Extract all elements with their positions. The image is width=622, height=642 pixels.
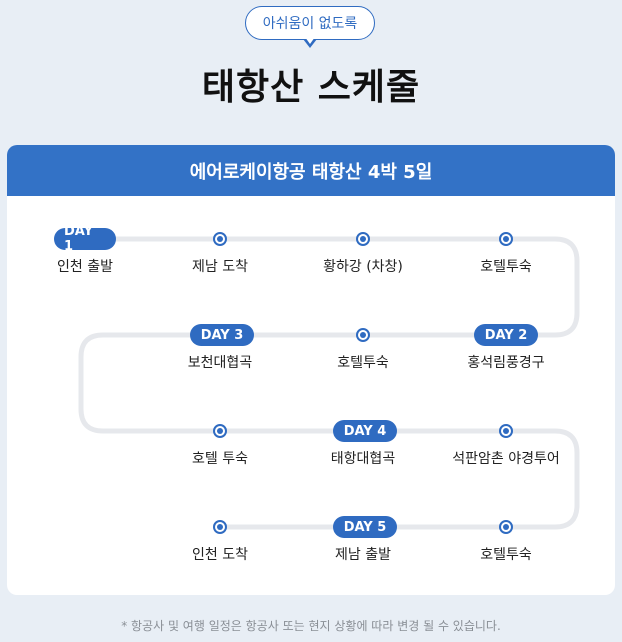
card-header: 에어로케이항공 태항산 4박 5일 bbox=[7, 145, 615, 196]
stop-yellow-river: 황하강 (차창) bbox=[323, 259, 403, 275]
stop-hotel-4: 호텔투숙 bbox=[480, 547, 532, 563]
stop-node bbox=[499, 520, 513, 534]
day2-badge: DAY 2 bbox=[474, 324, 538, 346]
bubble-text: 아쉬움이 없도록 bbox=[262, 16, 358, 32]
stop-night-tour: 석판암촌 야경투어 bbox=[452, 451, 560, 467]
disclaimer-note: * 항공사 및 여행 일정은 항공사 또는 현지 상황에 따라 변경 될 수 있… bbox=[121, 619, 501, 633]
stop-incheon-arrival: 인천 도착 bbox=[192, 547, 248, 563]
day1-badge: DAY 1 bbox=[54, 224, 116, 254]
stop-node bbox=[213, 424, 227, 438]
stop-jinan-arrival: 제남 도착 bbox=[192, 259, 248, 275]
speech-bubble: 아쉬움이 없도록 bbox=[245, 6, 375, 40]
card-title: 에어로케이항공 태항산 4박 5일 bbox=[189, 161, 433, 183]
bubble-tail bbox=[303, 37, 317, 48]
stop-hotel-3: 호텔 투숙 bbox=[192, 451, 248, 467]
stop-node bbox=[356, 232, 370, 246]
stop-node bbox=[213, 520, 227, 534]
day3-badge: DAY 3 bbox=[190, 324, 254, 346]
stop-hotel-1: 호텔투숙 bbox=[480, 259, 532, 275]
stop-node bbox=[213, 232, 227, 246]
page-title: 태항산 스케줄 bbox=[201, 67, 421, 108]
stop-taihang-canyon: 태항대협곡 bbox=[330, 451, 396, 467]
day5-badge: DAY 5 bbox=[333, 516, 397, 538]
schedule-card: 에어로케이항공 태항산 4박 5일 DAY 1 인천 출발 제남 도착 황하강 … bbox=[7, 145, 615, 595]
stop-node bbox=[356, 328, 370, 342]
route-track bbox=[78, 236, 580, 530]
stop-node bbox=[499, 424, 513, 438]
stop-hotel-2: 호텔투숙 bbox=[337, 355, 389, 371]
stop-incheon-departure: 인천 출발 bbox=[57, 259, 113, 275]
stop-node bbox=[499, 232, 513, 246]
day4-badge: DAY 4 bbox=[333, 420, 397, 442]
stop-hongshilin: 홍석림풍경구 bbox=[467, 355, 545, 371]
stop-bocheon-canyon: 보천대협곡 bbox=[187, 355, 253, 371]
stop-jinan-departure: 제남 출발 bbox=[335, 547, 391, 563]
